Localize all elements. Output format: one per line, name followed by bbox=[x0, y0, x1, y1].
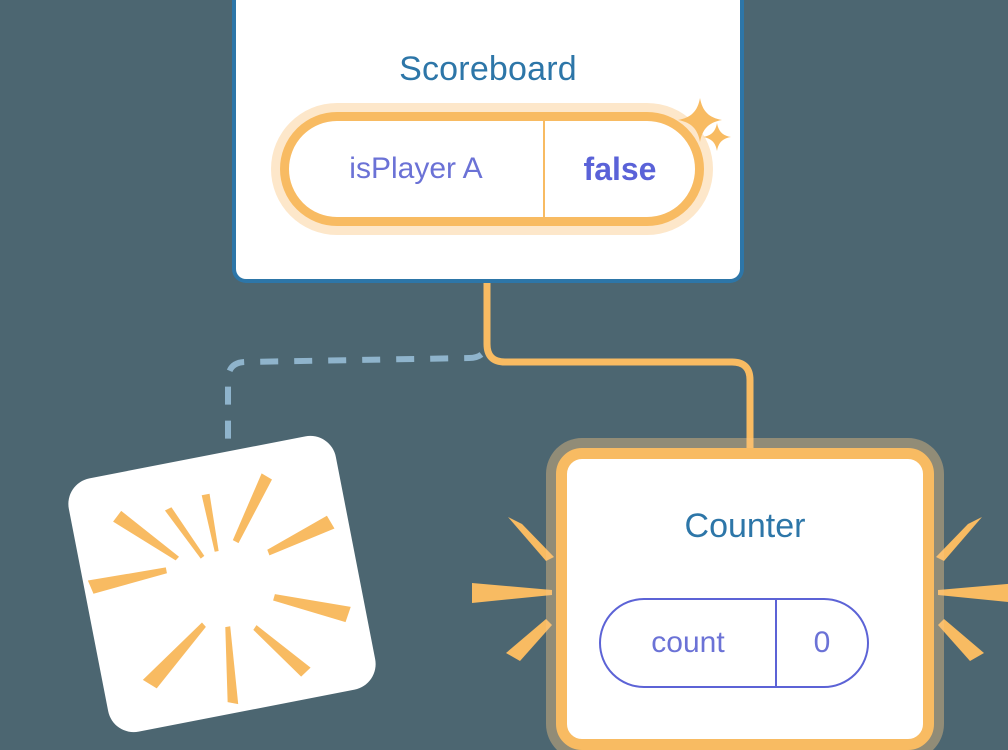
counter-burst-rays-right-icon bbox=[936, 517, 1008, 661]
scoreboard-state-key: isPlayer A bbox=[289, 121, 545, 217]
burst-rays-icon bbox=[87, 473, 351, 705]
scoreboard-card[interactable]: Scoreboard isPlayer A false bbox=[232, 0, 744, 283]
counter-state-key: count bbox=[601, 600, 777, 686]
scoreboard-title: Scoreboard bbox=[399, 50, 577, 88]
counter-title: Counter bbox=[684, 507, 806, 545]
scoreboard-state-pill[interactable]: isPlayer A false bbox=[280, 112, 704, 226]
sparkle-large-icon bbox=[678, 98, 722, 142]
scoreboard-state-value: false bbox=[583, 150, 657, 187]
counter-state-pill[interactable]: count 0 bbox=[599, 598, 869, 688]
burst-card[interactable] bbox=[63, 431, 381, 737]
sparkle-small-icon bbox=[703, 123, 731, 151]
counter-state-value: 0 bbox=[813, 626, 831, 659]
connector-solid-scoreboard-to-counter bbox=[483, 283, 754, 452]
counter-card[interactable]: Counter count 0 bbox=[556, 448, 934, 750]
counter-burst-rays-left-icon bbox=[472, 517, 554, 661]
